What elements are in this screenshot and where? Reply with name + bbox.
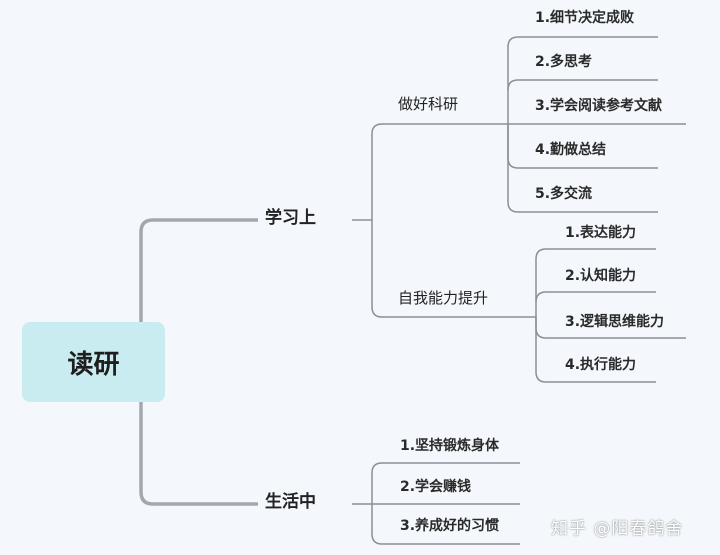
connector-xuexi-to-keyan bbox=[371, 123, 508, 220]
connector-shenghuo-3 bbox=[371, 504, 520, 545]
leaf-keyan-1[interactable]: 1.细节决定成败 bbox=[535, 10, 635, 26]
branch-shenghuo[interactable]: 生活中 bbox=[265, 492, 316, 512]
leaf-shenghuo-3[interactable]: 3.养成好的习惯 bbox=[400, 518, 500, 534]
branch-xuexi[interactable]: 学习上 bbox=[265, 208, 316, 228]
connector-shenghuo-1 bbox=[371, 462, 520, 504]
connector-keyan-2 bbox=[507, 79, 658, 91]
leaf-nengli-1[interactable]: 1.表达能力 bbox=[565, 225, 637, 241]
root-node[interactable]: 读研 bbox=[22, 322, 165, 402]
leaf-shenghuo-1[interactable]: 1.坚持锻炼身体 bbox=[400, 438, 500, 454]
subbranch-keyan[interactable]: 做好科研 bbox=[398, 95, 459, 113]
connector-nengli-4 bbox=[535, 317, 656, 383]
leaf-nengli-2[interactable]: 2.认知能力 bbox=[565, 268, 637, 284]
connector-nengli-1 bbox=[535, 248, 656, 317]
connector-keyan-5 bbox=[507, 124, 658, 213]
leaf-keyan-5[interactable]: 5.多交流 bbox=[535, 186, 593, 202]
leaf-shenghuo-2[interactable]: 2.学会赚钱 bbox=[400, 479, 472, 495]
connector-xuexi-to-nengli bbox=[371, 220, 536, 318]
leaf-keyan-3[interactable]: 3.学会阅读参考文献 bbox=[535, 98, 663, 114]
connector-root-to-xuexi bbox=[139, 218, 258, 322]
leaf-nengli-3[interactable]: 3.逻辑思维能力 bbox=[565, 314, 665, 330]
leaf-keyan-2[interactable]: 2.多思考 bbox=[535, 54, 593, 70]
connector-keyan-1 bbox=[507, 36, 658, 124]
watermark: 知乎 @阳春鸽舍 bbox=[551, 519, 684, 539]
leaf-keyan-4[interactable]: 4.勤做总结 bbox=[535, 142, 607, 158]
connector-nengli-2 bbox=[535, 291, 656, 303]
subbranch-nengli[interactable]: 自我能力提升 bbox=[398, 289, 489, 307]
connector-root-to-shenghuo bbox=[139, 402, 258, 506]
leaf-nengli-4[interactable]: 4.执行能力 bbox=[565, 357, 637, 373]
